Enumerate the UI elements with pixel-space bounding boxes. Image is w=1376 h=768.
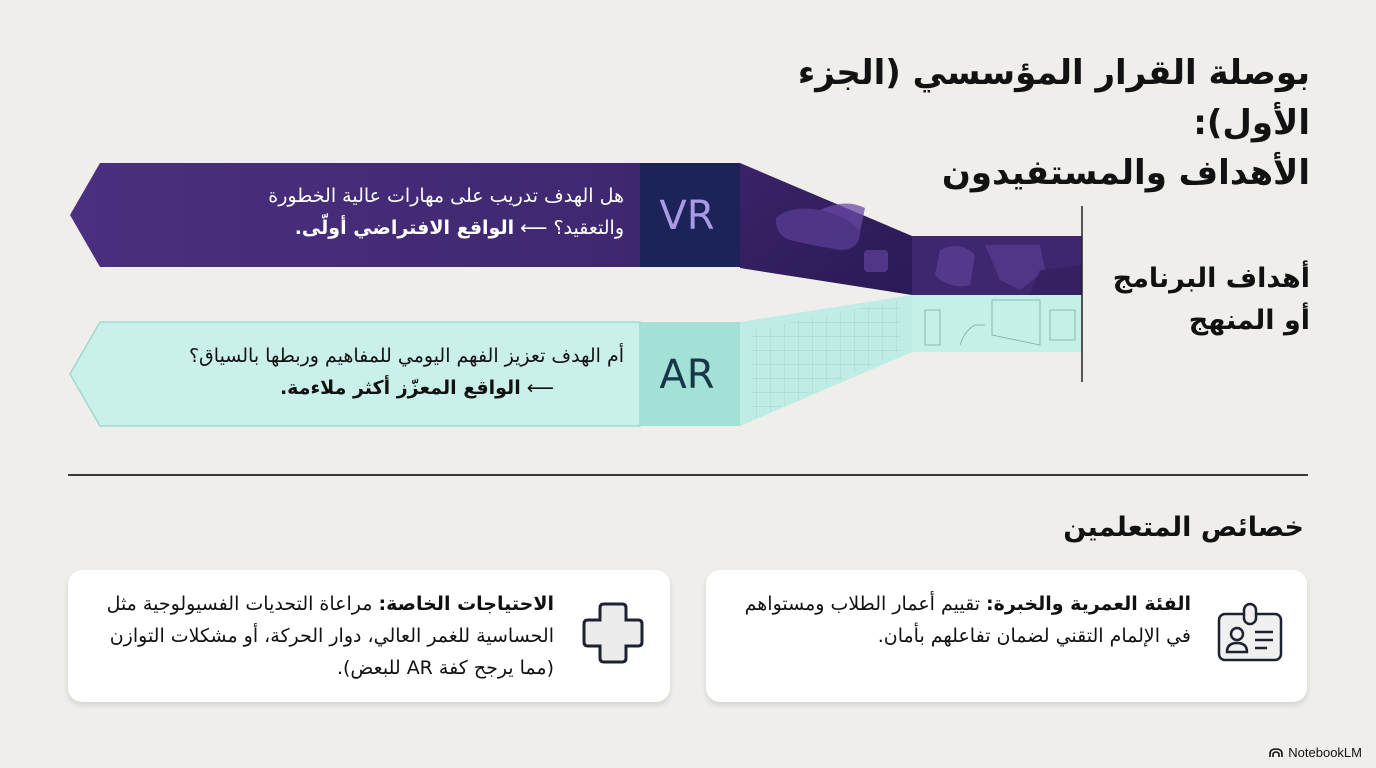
age-experience-heading: الفئة العمرية والخبرة: [986, 593, 1191, 615]
ar-room-sketch [924, 299, 1076, 346]
special-needs-heading: الاحتياجات الخاصة: [378, 593, 555, 615]
notebooklm-logo-icon [1269, 748, 1284, 757]
id-badge-icon [1217, 602, 1283, 662]
page-title: بوصلة القرار المؤسسي (الجزء الأول): الأه… [670, 48, 1310, 198]
vr-conclusion: الواقع الافتراضي أولّى. [294, 217, 515, 239]
ar-banner [69, 295, 1082, 427]
vr-question-line1: هل الهدف تدريب على مهارات عالية الخطورة [268, 185, 624, 207]
arrow-icon: ⟵ [526, 377, 554, 399]
vr-question: هل الهدف تدريب على مهارات عالية الخطورة … [64, 180, 624, 244]
vr-banner [70, 163, 1082, 295]
section-divider [68, 474, 1308, 476]
ar-conclusion: الواقع المعزّز أكثر ملاءمة. [279, 377, 521, 399]
program-goals-label: أهداف البرنامج أو المنهج [1090, 258, 1310, 342]
page-title-line1: بوصلة القرار المؤسسي (الجزء الأول): [797, 53, 1310, 143]
special-needs-card: الاحتياجات الخاصة: مراعاة التحديات الفسي… [68, 570, 670, 702]
notebooklm-branding: NotebookLM [1269, 745, 1362, 760]
age-experience-text: الفئة العمرية والخبرة: تقييم أعمار الطلا… [721, 588, 1191, 652]
vr-question-line2: والتعقيد؟ [553, 217, 624, 239]
arrow-icon: ⟵ [520, 217, 548, 239]
learners-section-title: خصائص المتعلمين [1063, 512, 1304, 543]
medical-cross-icon [582, 602, 644, 664]
ar-question-line1: أم الهدف تعزيز الفهم اليومي للمفاهيم ورب… [188, 345, 624, 367]
age-experience-body: تقييم أعمار الطلاب ومستواهم في الإلمام ا… [744, 593, 1191, 647]
ar-question: أم الهدف تعزيز الفهم اليومي للمفاهيم ورب… [64, 340, 624, 404]
vr-cube-icon [864, 250, 888, 272]
special-needs-body: مراعاة التحديات الفسيولوجية مثل الحساسية… [106, 593, 554, 679]
special-needs-text: الاحتياجات الخاصة: مراعاة التحديات الفسي… [84, 588, 554, 684]
page-title-line2: الأهداف والمستفيدون [941, 153, 1310, 193]
program-goals-line1: أهداف البرنامج [1112, 263, 1310, 294]
vr-badge: VR [659, 193, 715, 239]
age-experience-card: الفئة العمرية والخبرة: تقييم أعمار الطلا… [706, 570, 1307, 702]
vr-headset-icon [775, 203, 865, 250]
vr-ar-funnel-diagram [69, 163, 1083, 427]
notebooklm-label: NotebookLM [1288, 745, 1362, 760]
program-goals-line2: أو المنهج [1188, 305, 1310, 336]
ar-badge: AR [659, 352, 715, 398]
